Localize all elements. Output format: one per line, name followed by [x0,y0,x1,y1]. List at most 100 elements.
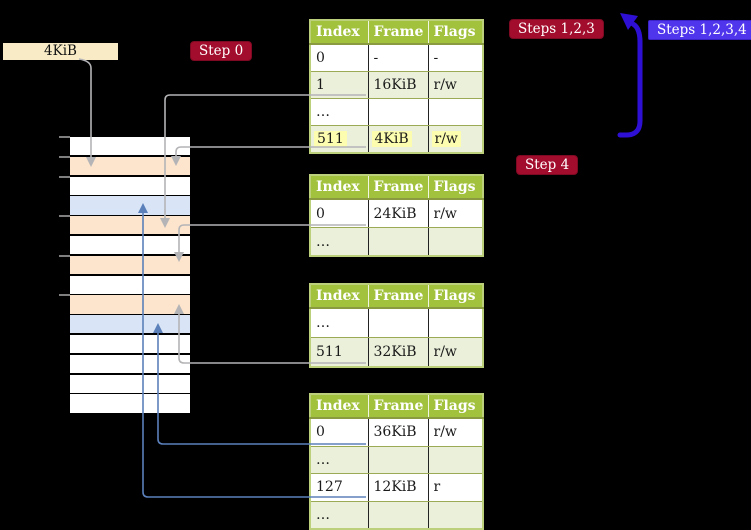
table-cell: 0 [310,418,369,447]
memory-frame-row-0 [70,137,190,156]
table-cell: 16KiB [368,71,429,99]
table-cell: r/w [428,71,484,99]
column-header-frame: Frame [368,20,429,45]
column-header-flags: Flags [428,284,483,309]
table-cell: … [310,308,369,338]
memory-frame-row-13 [70,394,190,413]
table-row: 0-- [310,44,484,72]
highlighted-cell-value: 4KiB [371,131,412,147]
memory-frame-row-4 [70,216,190,235]
column-header-frame: Frame [368,175,429,200]
column-header-index: Index [310,20,369,45]
table-cell: r/w [428,337,484,367]
frame-size-label: 4KiB [3,43,118,60]
table-cell: … [310,98,369,126]
steps1234-badge: Steps 1,2,3,4 [648,20,751,40]
table-cell: 0 [310,199,369,228]
table-cell: r/w [428,199,484,228]
table-cell [428,446,484,474]
column-header-index: Index [310,175,369,200]
table-cell: 32KiB [368,337,429,367]
bracket-arrow-steps [617,13,643,138]
memory-frame-row-1 [70,156,190,176]
table-cell [368,98,429,126]
table-cell: 4KiB [368,125,429,153]
table-cell: 511 [310,125,369,153]
highlighted-cell-value: r/w [431,131,461,147]
memory-tick [59,294,70,297]
column-header-index: Index [310,394,369,419]
table-cell: 511 [310,337,369,367]
table-cell [428,227,484,256]
memory-tick [59,175,70,178]
memory-frame-row-7 [70,275,190,294]
table-row: … [310,308,484,338]
table-cell: - [428,44,484,72]
table-row: … [310,446,484,474]
table-cell: 1 [310,71,369,99]
table-cell [368,227,429,256]
memory-frame-row-5 [70,235,190,255]
step0-badge: Step 0 [190,41,253,61]
table-cell: 36KiB [368,418,429,447]
table-cell: 127 [310,473,369,502]
memory-frame-row-12 [70,374,190,393]
column-header-flags: Flags [428,175,483,200]
table-cell: r [428,473,484,502]
memory-tick [59,155,70,158]
steps123-badge: Steps 1,2,3 [509,19,604,39]
column-header-flags: Flags [428,20,483,45]
table-cell [428,308,484,338]
column-header-flags: Flags [428,394,483,419]
memory-tick [59,136,70,138]
table-cell: … [310,446,369,474]
column-header-frame: Frame [368,284,429,309]
physical-memory-column [70,137,190,414]
table-cell [368,308,429,338]
table-cell: 12KiB [368,473,429,502]
table-row: … [310,98,484,126]
table-cell: 24KiB [368,199,429,228]
memory-frame-row-10 [70,334,190,354]
table-cell [368,446,429,474]
table-cell [428,501,484,529]
memory-frame-row-2 [70,176,190,195]
memory-tick [59,254,70,257]
table-cell: … [310,501,369,529]
memory-frame-row-3 [70,196,190,215]
table-cell: - [368,44,429,72]
table-cell: r/w [428,418,484,447]
highlighted-cell-value: 511 [314,131,347,147]
memory-tick [59,215,70,218]
memory-frame-row-8 [70,295,190,314]
table-cell [368,501,429,529]
table-row: … [310,501,484,529]
table-cell [428,98,484,126]
step4-badge: Step 4 [516,155,579,175]
memory-frame-row-6 [70,255,190,275]
table-cell: 0 [310,44,369,72]
table-row: 511 4KiB r/w [310,125,484,153]
table-cell: r/w [428,125,484,153]
table-cell: … [310,227,369,256]
column-header-frame: Frame [368,394,429,419]
memory-frame-row-9 [70,315,190,334]
column-header-index: Index [310,284,369,309]
